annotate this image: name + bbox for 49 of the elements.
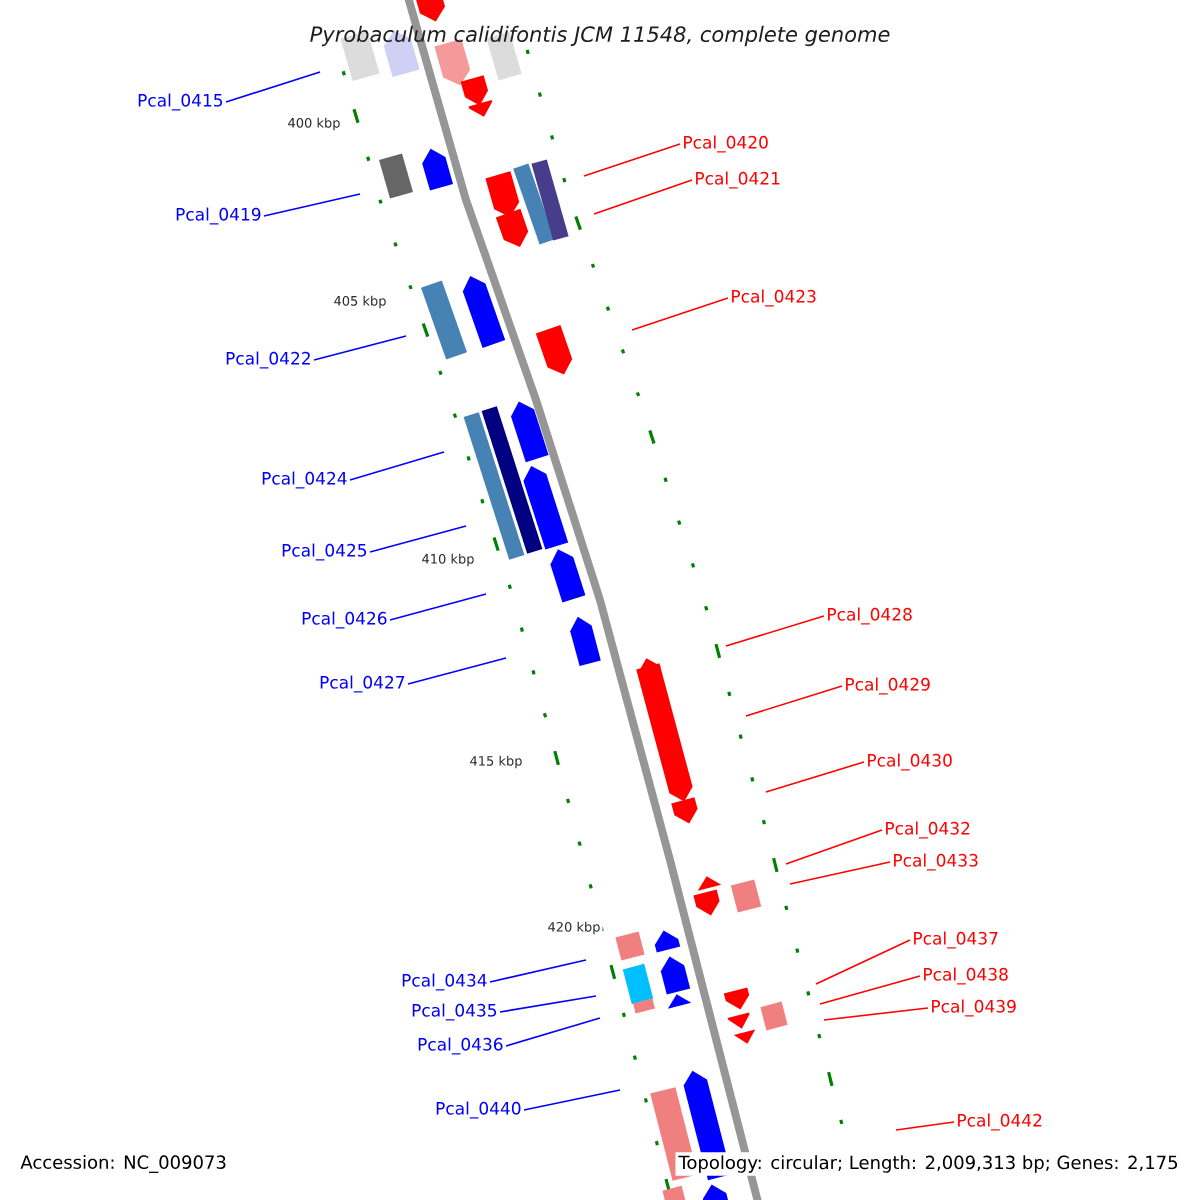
gene-label: Pcal_0425 <box>282 543 367 561</box>
leader-line <box>489 959 587 983</box>
leader-line <box>313 335 407 361</box>
gene-label: Pcal_0442 <box>958 1113 1042 1131</box>
gene-label: Pcal_0427 <box>320 675 405 693</box>
leader-line <box>785 829 883 865</box>
accession-label: Accession: NC_009073 <box>20 1155 226 1173</box>
leader-line <box>505 1017 601 1047</box>
gene-label: Pcal_0426 <box>302 611 387 629</box>
leader-line <box>583 143 681 177</box>
leader-line <box>593 179 693 215</box>
leader-line <box>349 451 445 481</box>
gene-label: Pcal_0435 <box>412 1003 497 1021</box>
gene-label: Pcal_0433 <box>894 853 978 871</box>
leader-line <box>895 1121 955 1131</box>
leader-line <box>631 297 729 331</box>
gene-label: Pcal_0424 <box>262 471 347 489</box>
leader-line <box>815 939 911 985</box>
leader-line <box>369 525 467 553</box>
leader-line <box>389 593 487 621</box>
title: Pyrobaculum calidifontis JCM 11548, complete genome <box>310 25 890 47</box>
gene-label: Pcal_0434 <box>402 973 487 991</box>
gene-label: Pcal_0428 <box>828 607 912 625</box>
gene-label: Pcal_0422 <box>226 351 310 369</box>
gene-label: Pcal_0432 <box>886 821 970 839</box>
leader-line <box>819 975 921 1005</box>
gene-label: Pcal_0439 <box>932 999 1016 1017</box>
gene-label: Pcal_0437 <box>914 931 998 949</box>
leader-line <box>765 761 865 793</box>
gene-label: Pcal_0415 <box>138 93 223 111</box>
gene-label: Pcal_0438 <box>924 967 1008 985</box>
gene-label: Pcal_0419 <box>176 207 261 225</box>
leader-line <box>499 995 597 1013</box>
leader-line <box>823 1007 929 1021</box>
gene-label: Pcal_0423 <box>732 289 816 307</box>
leader-line <box>745 685 843 717</box>
genome-info-label: Topology: circular; Length: 2,009,313 bp; Genes: 2,175 <box>675 1152 1182 1176</box>
leader-line <box>225 71 321 103</box>
leader-line <box>725 615 825 647</box>
leader-line <box>523 1089 621 1111</box>
leader-line <box>789 861 891 885</box>
gene-label: Pcal_0436 <box>418 1037 503 1055</box>
gene-label: Pcal_0440 <box>436 1101 521 1119</box>
gene-label: Pcal_0429 <box>846 677 930 695</box>
leader-line <box>263 193 361 217</box>
gene-label: Pcal_0421 <box>696 171 780 189</box>
leader-line <box>407 657 507 685</box>
gene-label: Pcal_0420 <box>684 135 768 153</box>
gene-label: Pcal_0430 <box>868 753 952 771</box>
